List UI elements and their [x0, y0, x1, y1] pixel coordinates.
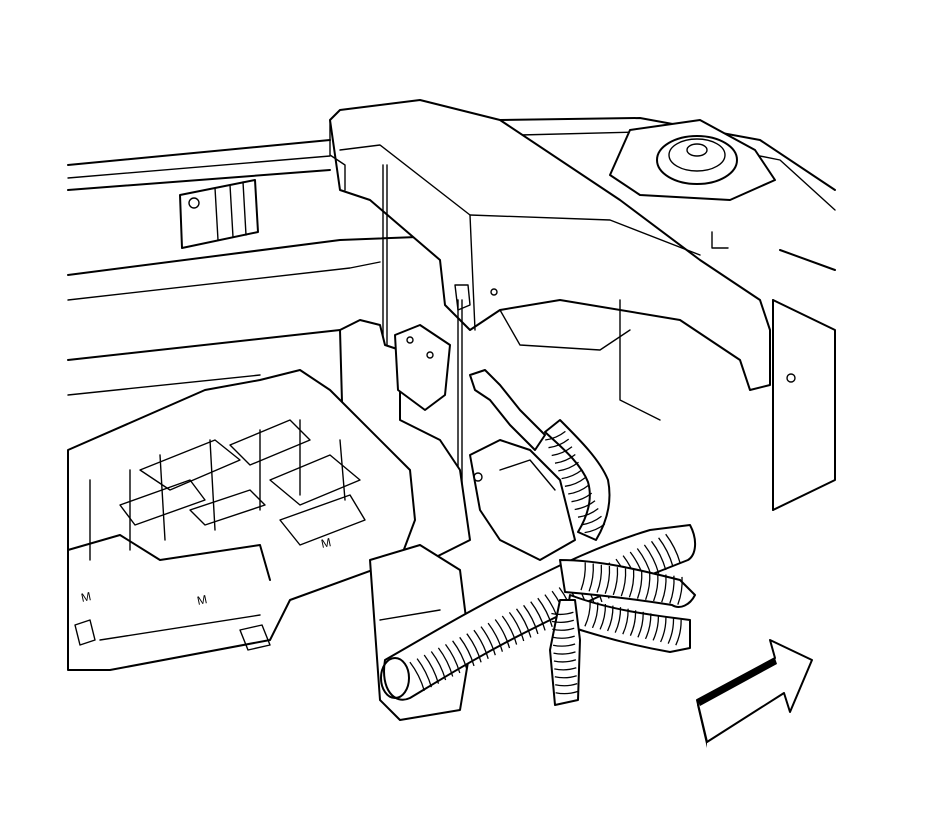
- harness-rib: [665, 533, 681, 564]
- harness-rib: [523, 604, 539, 635]
- harness-rib: [652, 573, 659, 602]
- harness-rib: [437, 647, 454, 677]
- harness-rib: [644, 613, 652, 640]
- harness-rib: [555, 690, 578, 695]
- harness-rib: [636, 570, 643, 599]
- embossed-mark-1: M: [196, 592, 209, 608]
- harness-rib: [620, 568, 627, 597]
- harness-rib: [423, 654, 440, 684]
- harness-rib: [571, 492, 593, 503]
- harness-rib: [554, 667, 577, 671]
- harness-rib: [661, 574, 667, 603]
- harness-rib: [660, 616, 667, 643]
- harness-rib: [515, 608, 532, 638]
- harness-rib: [574, 500, 596, 511]
- harness-rib: [584, 523, 606, 534]
- strut-tower: [609, 119, 776, 201]
- harness-rib: [643, 544, 660, 574]
- wiring-harness: [380, 369, 696, 706]
- harness-rib: [494, 619, 511, 649]
- harness-rib: [667, 618, 675, 644]
- harness-rib: [580, 562, 586, 591]
- harness-rib: [552, 635, 575, 639]
- harness-rib: [551, 619, 575, 624]
- harness-rib: [568, 484, 589, 495]
- harness-rib: [558, 461, 579, 472]
- harness-rib: [452, 640, 468, 670]
- embossed-mark-3: M: [80, 589, 93, 605]
- mounting-bracket: [179, 179, 259, 249]
- harness-rib: [466, 633, 482, 663]
- harness-rib: [551, 611, 574, 616]
- harness-rib: [675, 619, 682, 646]
- harness-rib: [607, 605, 614, 632]
- bolt-hole-icon: [188, 197, 200, 209]
- harness-rib: [584, 600, 591, 627]
- harness-rib: [604, 565, 611, 594]
- harness-rib: [548, 438, 570, 449]
- fuse-block-cover: [329, 99, 771, 491]
- direction-arrow: [696, 639, 813, 748]
- harness-rib: [551, 446, 573, 457]
- harness-rib: [599, 603, 607, 630]
- harness-rib: [669, 575, 675, 604]
- harness-rib: [416, 658, 433, 688]
- harness-rib: [650, 540, 667, 571]
- harness-rib: [409, 661, 425, 691]
- harness-rib: [554, 675, 577, 679]
- harness-rib: [614, 607, 622, 633]
- harness-rib: [652, 614, 660, 641]
- harness-rib: [459, 636, 475, 667]
- harness-rib: [658, 537, 674, 567]
- harness-rib: [577, 507, 599, 518]
- harness-rib: [487, 622, 504, 652]
- harness-rib: [596, 564, 603, 593]
- harness-rib: [444, 644, 461, 674]
- fastener-hole-icon: [786, 373, 796, 383]
- terminal-stud-icon: [473, 472, 483, 482]
- harness-rib: [553, 651, 576, 655]
- harness-rib: [629, 610, 637, 636]
- harness-rib: [501, 615, 518, 645]
- harness-end-cap-icon: [380, 657, 410, 699]
- harness-rib: [637, 611, 644, 638]
- harness-rib: [552, 643, 576, 647]
- harness-rib: [677, 576, 683, 605]
- harness-rib: [480, 626, 496, 656]
- harness-rib: [588, 563, 594, 592]
- harness-rib: [612, 567, 619, 596]
- harness-rib: [508, 612, 525, 642]
- harness-rib: [591, 602, 599, 629]
- embossed-mark-2: M: [320, 535, 333, 551]
- harness-rib: [473, 629, 489, 659]
- harness-rib: [530, 601, 546, 631]
- harness-rib: [552, 627, 575, 631]
- harness-rib: [644, 572, 651, 601]
- harness-rib: [553, 659, 577, 663]
- harness-rib: [622, 608, 629, 635]
- harness-rib: [555, 682, 578, 687]
- harness-rib: [545, 430, 566, 441]
- harness-rib: [537, 597, 553, 627]
- harness-rib: [554, 453, 576, 464]
- harness-rib: [430, 651, 447, 681]
- harness-rib: [581, 515, 602, 526]
- harness-rib: [628, 569, 635, 598]
- harness-rib: [561, 469, 583, 480]
- harness-rib: [564, 477, 586, 487]
- embossed-marks: M M M: [80, 535, 333, 608]
